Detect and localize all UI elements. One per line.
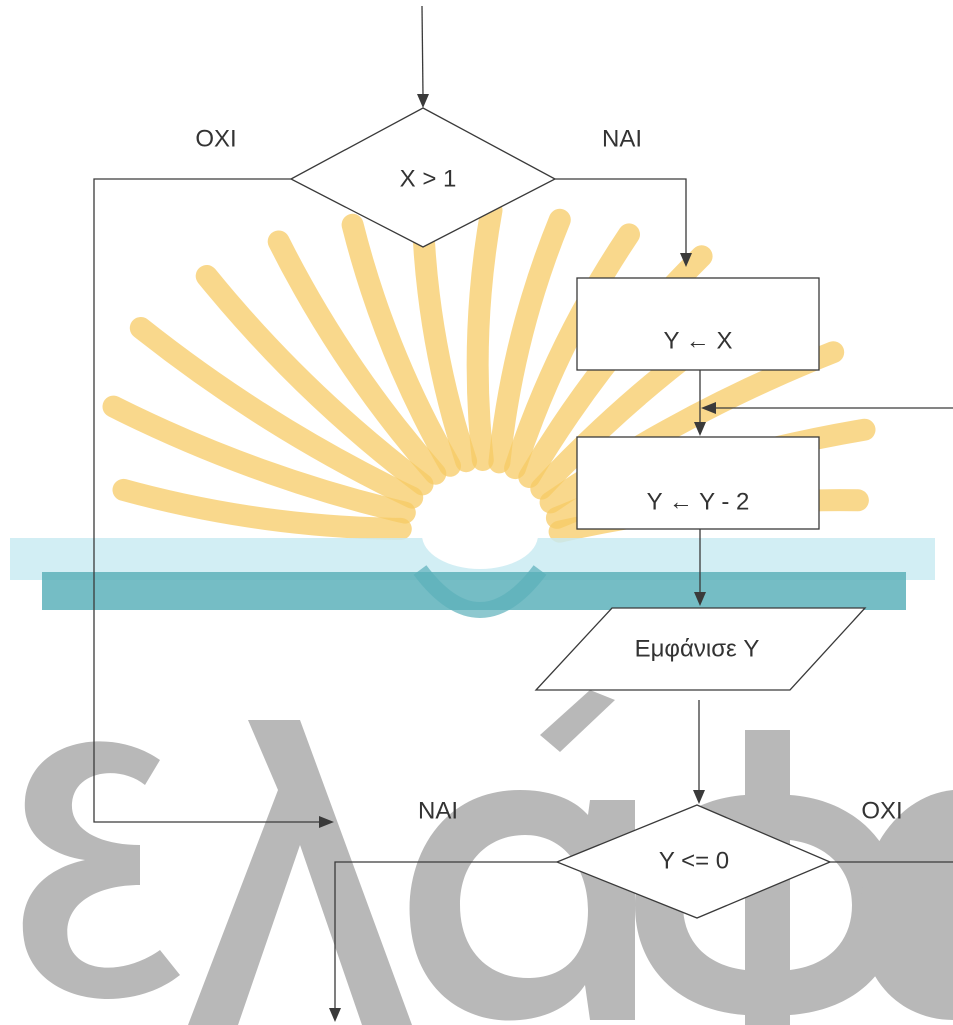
watermark-letter-lambda <box>188 720 412 1025</box>
watermark-letters <box>22 690 953 1025</box>
output-show-y-text: Εμφάνισε Y <box>635 635 760 662</box>
decision-y-le-0-text: Y <= 0 <box>659 847 729 874</box>
decision-y-no-label: ΟΧΙ <box>861 797 902 824</box>
watermark-sun <box>422 501 538 569</box>
process-decrement-y <box>576 436 820 530</box>
entry-line <box>421 5 424 97</box>
output-show-y <box>534 607 867 691</box>
watermark-accent <box>540 690 615 752</box>
watermark-ray <box>466 199 503 471</box>
watermark-letter-alpha <box>409 790 635 1021</box>
watermark-ray <box>102 395 416 524</box>
connector-output-to-decision-arrowhead <box>693 790 705 804</box>
connector-y-yes <box>334 861 557 1010</box>
entry-arrowhead <box>417 94 429 108</box>
watermark-letter-alpha-partial <box>860 790 953 1020</box>
decision-x-yes-label: ΝΑΙ <box>602 125 642 152</box>
connector-x-yes-arrowhead <box>680 253 692 267</box>
decision-x-greater-1 <box>289 107 557 248</box>
connector-x-no <box>93 178 320 823</box>
decision-x-greater-1-text: X > 1 <box>400 165 457 192</box>
loop-back-arrowhead <box>701 402 716 414</box>
watermark-book-spine <box>413 565 547 618</box>
connector-x-yes <box>555 178 687 255</box>
decision-y-yes-label: ΝΑΙ <box>418 797 458 824</box>
exit-arrowhead <box>329 1008 341 1022</box>
watermark-ray <box>129 317 424 509</box>
connector-decrement-to-output-arrowhead <box>694 592 706 606</box>
watermark-letter-epsilon <box>22 741 180 999</box>
process-decrement-y-text: Y ← Y - 2 <box>647 488 750 515</box>
watermark-ray <box>341 213 461 477</box>
watermark-ray <box>267 230 447 485</box>
watermark-ray <box>488 208 571 474</box>
process-assign-y-x <box>576 277 820 371</box>
connector-x-no-arrowhead <box>319 816 334 828</box>
watermark-ray <box>195 265 434 496</box>
watermark-ray <box>504 223 640 480</box>
process-assign-y-x-text: Y ← X <box>664 327 733 354</box>
watermark-ray <box>112 478 412 540</box>
decision-x-no-label: ΟΧΙ <box>195 125 236 152</box>
connector-assign-to-decrement-arrowhead <box>694 422 706 436</box>
watermark-logo <box>10 199 953 1025</box>
decision-y-le-0 <box>555 804 832 919</box>
